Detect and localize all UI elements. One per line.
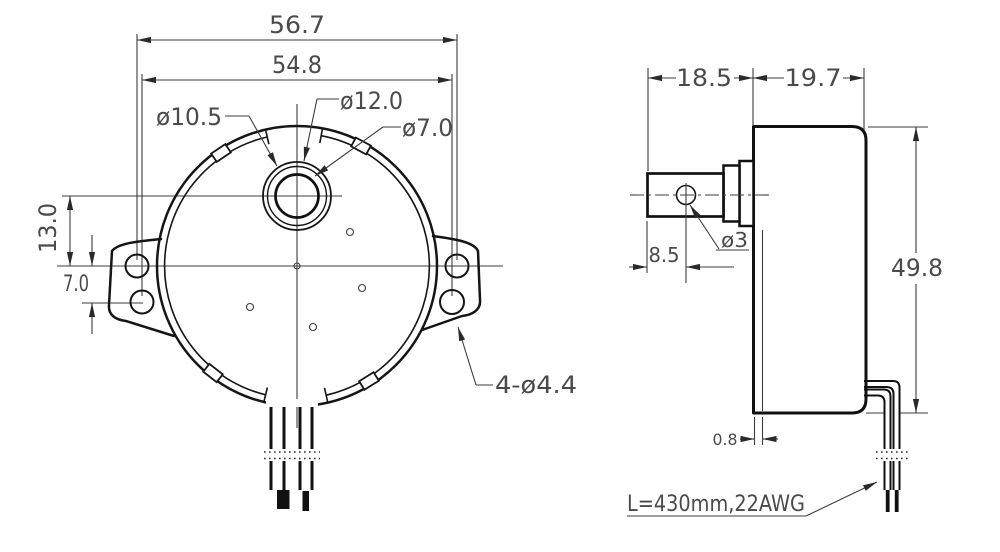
dim-text-hole-span: 54.8 bbox=[272, 51, 322, 79]
rivet-hole bbox=[345, 227, 355, 237]
leader-bushing bbox=[248, 115, 278, 167]
wire-note-text: L=430mm,22AWG bbox=[627, 492, 805, 517]
shaft-hub bbox=[262, 161, 332, 231]
center-mark bbox=[293, 262, 301, 270]
motor-front-outline bbox=[107, 124, 482, 408]
shaft-circle bbox=[274, 173, 320, 219]
rivet-hole bbox=[245, 302, 255, 312]
wire-note: L=430mm,22AWG bbox=[627, 481, 878, 517]
crimp-tab bbox=[201, 362, 225, 384]
side-lead-wires bbox=[864, 380, 908, 512]
dim-text-overall-width: 56.7 bbox=[269, 11, 325, 39]
rivet-holes bbox=[245, 227, 367, 332]
mount-hole-upper-right bbox=[444, 253, 470, 279]
dim-text-hole-from-end: 8.5 bbox=[649, 243, 680, 267]
rim-gap-tick bbox=[264, 128, 270, 145]
crimp-tab bbox=[357, 371, 381, 391]
label-bushing-dia: ø10.5 bbox=[156, 103, 222, 131]
label-cross-hole-dia: ø3 bbox=[721, 228, 748, 252]
crimp-tab bbox=[209, 142, 233, 164]
leader-boss bbox=[303, 98, 318, 162]
leader-cross-hole bbox=[689, 204, 720, 250]
bushing-step bbox=[722, 164, 741, 223]
front-extension-lines bbox=[136, 34, 458, 296]
wire-end-right bbox=[302, 491, 309, 511]
right-mounting-ear bbox=[420, 234, 482, 332]
mount-hole-lower-left bbox=[129, 289, 155, 315]
dim-text-body-height: 49.8 bbox=[891, 254, 943, 282]
wire-end-left bbox=[277, 490, 290, 509]
note-leader bbox=[805, 481, 878, 517]
dim-text-shaft-offset: 13.0 bbox=[34, 203, 62, 253]
boss-circle bbox=[262, 161, 332, 231]
dim-text-plate-thickness: 0.8 bbox=[713, 430, 738, 449]
wire-end bbox=[894, 490, 899, 512]
front-lead-wires bbox=[264, 399, 320, 511]
side-view: 18.5 19.7 8.5 ø3 49.8 0.8 bbox=[629, 64, 943, 512]
boss-step bbox=[738, 159, 755, 228]
label-mount-holes: 4-ø4.4 bbox=[495, 371, 577, 399]
crimp-tab bbox=[349, 136, 373, 156]
front-dimensions bbox=[66, 36, 493, 386]
leader-shaft bbox=[314, 126, 384, 177]
dim-text-shaft-extension: 18.5 bbox=[676, 64, 732, 92]
mount-hole-lower-right bbox=[439, 289, 465, 315]
motor-body-side bbox=[752, 125, 868, 415]
rim-gap-tick bbox=[319, 127, 324, 144]
wire-end bbox=[885, 490, 890, 512]
rim-gap-tick bbox=[262, 387, 269, 404]
case-crimp-tabs bbox=[201, 136, 381, 391]
dim-text-hole-offset: 7.0 bbox=[63, 272, 89, 297]
side-dimensions bbox=[629, 74, 920, 443]
rim-gap-tick bbox=[323, 387, 329, 404]
label-boss-dia: ø12.0 bbox=[340, 87, 403, 115]
left-mounting-ear bbox=[107, 237, 176, 338]
rivet-hole bbox=[357, 283, 367, 293]
front-view: 56.7 54.8 13.0 7.0 ø10.5 ø12.0 ø7.0 4-ø4… bbox=[34, 11, 577, 511]
label-shaft-dia: ø7.0 bbox=[402, 114, 453, 142]
bushing-circle bbox=[266, 165, 328, 227]
rivet-hole bbox=[308, 322, 318, 332]
dim-text-body-depth: 19.7 bbox=[785, 64, 842, 92]
mount-hole-upper-left bbox=[124, 253, 150, 279]
leader-mount-holes bbox=[457, 326, 477, 386]
